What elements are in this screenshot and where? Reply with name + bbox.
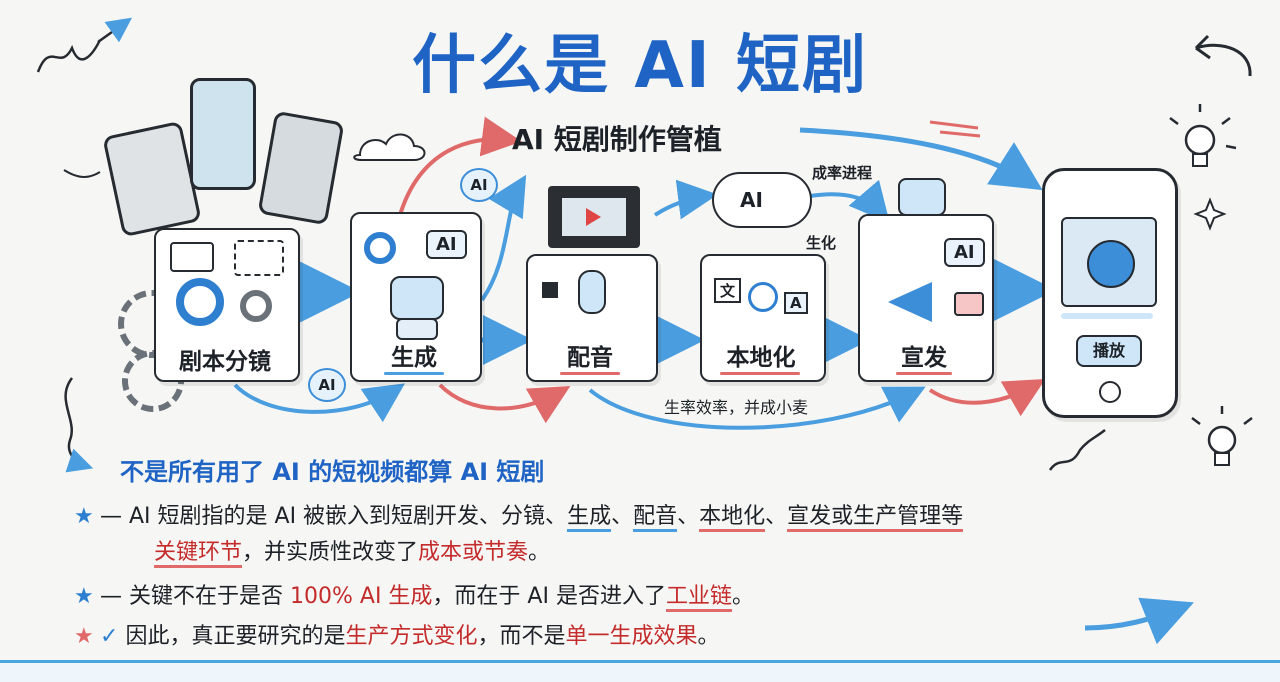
megaphone-icon: [888, 282, 932, 322]
play-button[interactable]: 播放: [1076, 335, 1142, 367]
speaker-icon: [542, 282, 558, 298]
gear-icon: [176, 278, 224, 326]
star-icon: ★: [74, 584, 94, 609]
gear-icon: [364, 232, 396, 264]
bottom-arc-long: [588, 386, 926, 430]
bullet-1-line-2: 关键环节，并实质性改变了成本或节奏。: [154, 534, 550, 568]
top-left-red-arc: [398, 116, 522, 216]
bottom-arc-red-2: [928, 379, 1046, 417]
microphone-icon: [578, 270, 606, 314]
sparkle-icon: [1193, 197, 1227, 231]
lightbulb-icon-top: [1169, 104, 1237, 167]
film-strip-icon: [548, 186, 640, 248]
ai-chip-top: AI: [460, 168, 498, 202]
stage-script-storyboard: [154, 228, 300, 382]
stage-label-generate: 生成: [391, 345, 437, 371]
arc-dub-to-loc: [653, 179, 718, 220]
page-title: 什么是 AI 短剧: [412, 29, 868, 103]
frame-icon: [234, 240, 284, 276]
stage-localization: 文 A: [700, 254, 826, 382]
progress-bar[interactable]: [1061, 313, 1153, 319]
robot-top-icon: [898, 178, 946, 216]
chat-bubble-icon: [954, 292, 984, 316]
check-icon: ✓: [100, 624, 126, 649]
bottom-bar: [0, 660, 1280, 682]
wen-char-icon: 文: [714, 278, 742, 303]
bullet-3: ★✓ 因此，真正要研究的是生产方式变化，而不是单一生成效果。: [74, 624, 720, 649]
efficiency-note: 生率效率，并成小麦: [664, 398, 809, 417]
ai-bubble-generate: AI: [426, 230, 467, 259]
stage-label-dubbing: 配音: [567, 345, 613, 371]
star-icon: ★: [74, 624, 94, 649]
arc-loc-to-promo: [809, 179, 890, 224]
lightbulb-icon-bottom: [1191, 406, 1253, 466]
play-icon: [586, 208, 601, 226]
storyboard-icon: [170, 242, 214, 272]
cloud-ai-icon: AI: [712, 172, 812, 228]
right-squiggle: [1048, 429, 1106, 471]
underline-generate: [384, 372, 444, 375]
robot-body: [396, 318, 438, 340]
a-char-icon: A: [784, 292, 808, 314]
bottom-arc-left: [233, 383, 405, 423]
play-button-icon[interactable]: [1087, 240, 1135, 288]
underline-dubbing: [560, 372, 620, 375]
bottom-arc-red-1: [438, 383, 571, 424]
squiggle-doodle: [36, 39, 102, 73]
ai-chip-bottom: AI: [308, 368, 346, 402]
corner-arrow-doodle: [97, 17, 133, 44]
stage-generate: [350, 212, 482, 382]
top-flow-arrow: [799, 127, 1043, 191]
globe-icon: [748, 282, 778, 312]
underline-localization: [720, 372, 800, 375]
cloud-doodle: [353, 133, 426, 161]
section-subtitle: 不是所有用了 AI 的短视频都算 AI 短剧: [120, 458, 545, 486]
stage-label-promotion: 宣发: [901, 345, 947, 371]
home-button[interactable]: [1099, 381, 1121, 403]
stage-label-script: 剧本分镜: [179, 349, 271, 375]
stage-label-localization: 本地化: [726, 345, 796, 371]
star-icon: ★: [74, 504, 94, 529]
bullet-1-line-1: ★— AI 短剧指的是 AI 被嵌入到短剧开发、分镜、生成、配音、本地化、宣发或…: [74, 498, 964, 532]
phone-illustration-2: [190, 78, 256, 190]
robot-icon: [390, 276, 444, 320]
arc-generate-to-dub: [480, 174, 527, 302]
left-curl-arrow: [64, 377, 94, 473]
pipeline-title: AI 短剧制作管植: [512, 123, 722, 156]
bullet-2: ★— 关键不在于是否 100% AI 生成，而在于 AI 是否进入了工业链。: [74, 578, 754, 612]
ai-bubble-promo: AI: [944, 238, 985, 267]
bottom-right-arrow: [1084, 597, 1194, 645]
video-screen: [1061, 217, 1157, 307]
underline-promotion: [896, 372, 952, 375]
rate-progress-note: 成率进程: [812, 164, 873, 182]
generate-note: 生化: [806, 234, 837, 252]
return-arrow-doodle: [1195, 43, 1252, 77]
gear-small-icon: [240, 290, 272, 322]
phone-device: [1042, 168, 1178, 418]
stage-dubbing: [526, 254, 658, 382]
